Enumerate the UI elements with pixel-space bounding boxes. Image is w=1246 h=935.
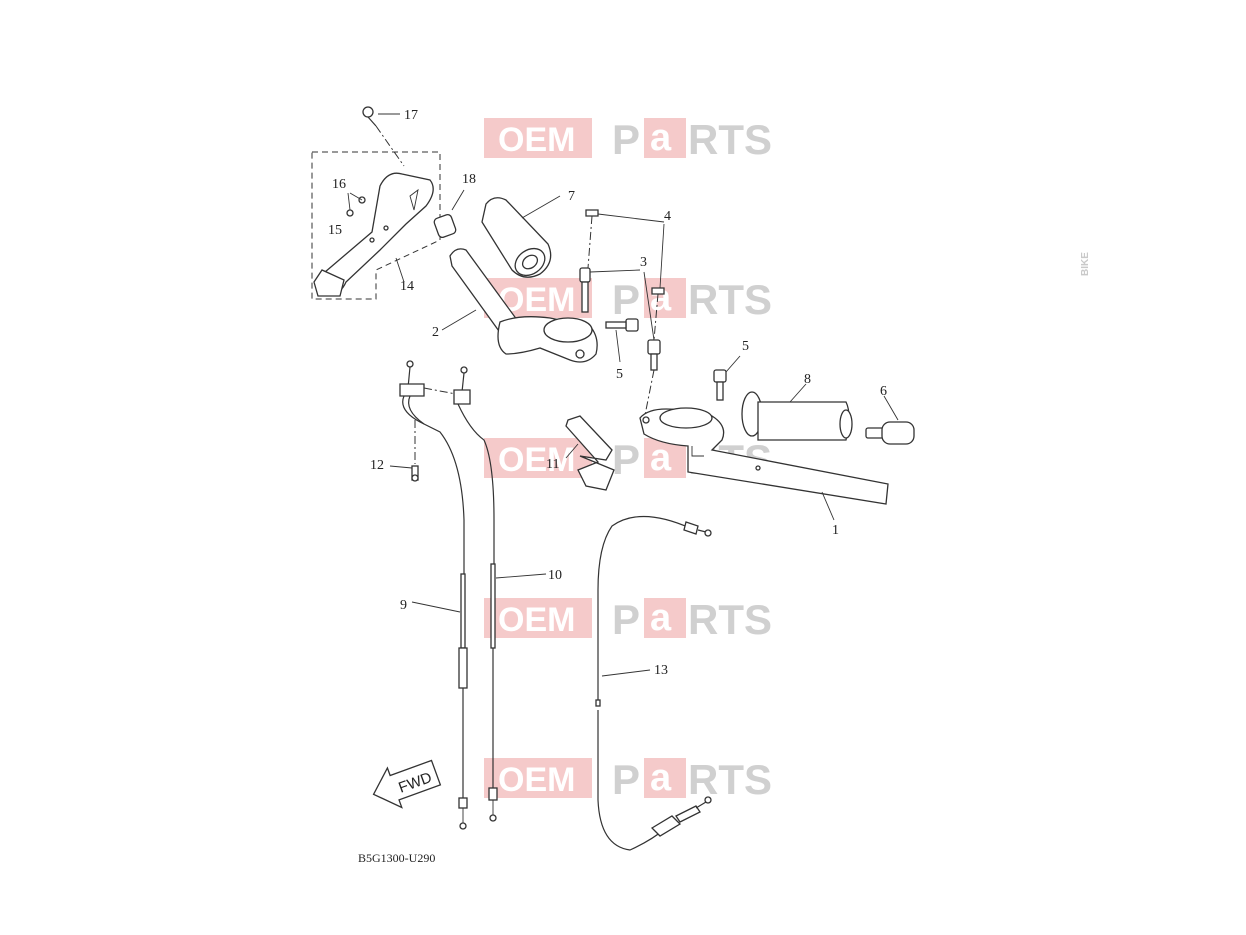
part-17-bolt (362, 106, 405, 167)
part-11-cable-guide (565, 415, 615, 491)
part-12-screw (389, 420, 419, 482)
diagram-code: B5G1300-U290 (358, 851, 435, 865)
callouts: 1 2 3 4 5 5 6 7 8 9 10 11 12 13 14 15 16… (328, 108, 887, 678)
callout-5: 5 (616, 367, 623, 382)
watermark-a: a (650, 117, 672, 159)
watermark-oem: OEM (498, 601, 575, 639)
callout-15: 15 (328, 223, 342, 238)
watermark-oem: OEM (498, 441, 575, 479)
watermark-a: a (650, 437, 672, 479)
part-2-left-handlebar (441, 248, 598, 363)
watermark-a: a (650, 757, 672, 799)
watermark: OEM BIKE P a RTS (484, 116, 1091, 276)
watermark: OEM P a RTS (484, 596, 772, 643)
part-6-bar-end (865, 395, 915, 445)
callout-10: 10 (548, 568, 562, 583)
part-1-right-handlebar (639, 407, 889, 521)
callout-7: 7 (568, 189, 575, 204)
callout-16: 16 (332, 177, 346, 192)
watermark-rts: RTS (688, 756, 772, 803)
watermark-p: P (612, 116, 640, 163)
callout-5: 5 (742, 339, 749, 354)
watermark-p: P (612, 596, 640, 643)
throttle-cables (399, 360, 547, 830)
watermark-bike: BIKE (1080, 252, 1091, 276)
watermark-p: P (612, 436, 640, 483)
callout-8: 8 (804, 372, 811, 387)
part-5-right-bolt (713, 355, 741, 401)
callout-11: 11 (546, 457, 559, 472)
callout-18: 18 (462, 172, 476, 187)
callout-6: 6 (880, 384, 887, 399)
watermark-oem: OEM (498, 121, 575, 159)
part-13-clutch-cable (595, 515, 712, 851)
callout-14: 14 (400, 279, 414, 294)
watermark-a: a (650, 277, 672, 319)
callout-3: 3 (640, 255, 647, 270)
part-7-throttle-grip (481, 195, 561, 278)
callout-4: 4 (664, 209, 671, 224)
callout-9: 9 (400, 598, 407, 613)
watermark: OEM P a RTS (484, 756, 772, 803)
watermarks: OEM BIKE P a RTS OEM P a RTS OEM P a RTS… (484, 116, 1091, 803)
watermark: OEM P a RTS (484, 276, 772, 323)
watermark-rts: RTS (688, 596, 772, 643)
watermark-p: P (612, 756, 640, 803)
part-18-balancer (433, 189, 465, 238)
watermark-a: a (650, 597, 672, 639)
center-bolts (579, 209, 665, 421)
fwd-arrow: FWD (372, 759, 442, 809)
part-8-right-grip (741, 383, 853, 441)
callout-2: 2 (432, 325, 439, 340)
watermark-oem: OEM (498, 761, 575, 799)
callout-12: 12 (370, 458, 384, 473)
lever-guard-assembly (311, 151, 441, 300)
callout-1: 1 (832, 523, 839, 538)
watermark-rts: RTS (688, 276, 772, 323)
callout-17: 17 (404, 108, 418, 123)
watermark-rts: RTS (688, 116, 772, 163)
watermark-p: P (612, 276, 640, 323)
callout-13: 13 (654, 663, 668, 678)
